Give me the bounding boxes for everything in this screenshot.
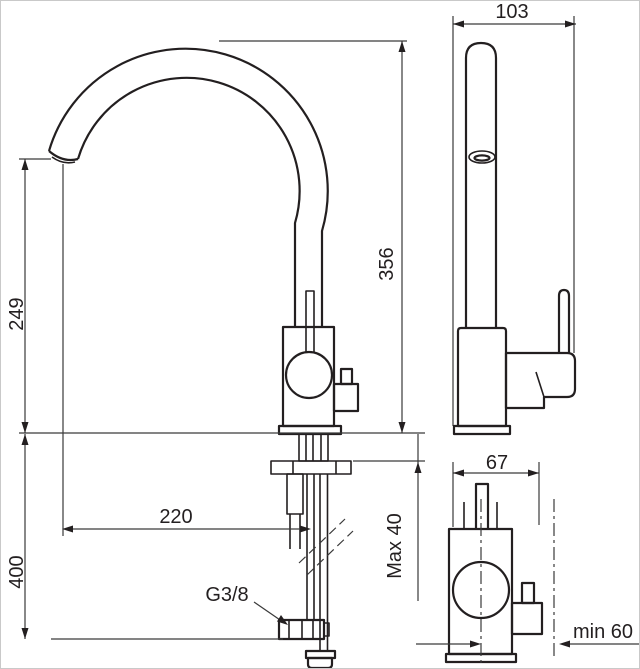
arrow-down-356 xyxy=(398,422,406,433)
arrow-left-220 xyxy=(62,525,73,533)
dim-label-220: 220 xyxy=(159,506,192,528)
dim-label-249: 249 xyxy=(6,297,28,330)
valve-cap xyxy=(306,656,334,668)
handle-joint-ball xyxy=(284,350,334,400)
side-spout-tube xyxy=(464,41,498,328)
arrow-up-max40 xyxy=(414,462,422,473)
arrow-left-103 xyxy=(453,20,464,28)
dim-label-67: 67 xyxy=(486,452,508,474)
hose-break-marks xyxy=(298,518,354,576)
aerator-outlet-inner xyxy=(473,154,491,162)
mounting-stud-nut xyxy=(286,473,304,515)
arrow-up-356 xyxy=(398,41,406,52)
arrow-left-67 xyxy=(453,469,464,477)
dim-label-400: 400 xyxy=(6,555,28,588)
g38-leader-arrow xyxy=(277,615,288,625)
rear-spout-tube xyxy=(474,482,490,529)
arrow-down-400 xyxy=(21,628,29,639)
arrow-right-67 xyxy=(528,469,539,477)
mounting-stud xyxy=(289,514,301,549)
side-view: 103 xyxy=(452,1,577,436)
dim-label-min60: min 60 xyxy=(573,621,633,643)
arrow-right-220 xyxy=(300,525,311,533)
dim-label-max40: Max 40 xyxy=(384,513,406,579)
side-handle-block xyxy=(504,351,577,410)
g38-leader-line xyxy=(253,601,284,623)
front-view xyxy=(47,47,360,668)
dim-label-103: 103 xyxy=(495,1,528,23)
rear-joint-ball xyxy=(451,560,511,620)
side-base-flange xyxy=(452,424,512,436)
dim-label-g38: G3/8 xyxy=(205,584,248,606)
arrow-up-249 xyxy=(21,159,29,170)
cartridge-stem xyxy=(305,290,315,353)
hex-nut-facets xyxy=(288,620,314,639)
arrow-down-249 xyxy=(21,422,29,433)
shank-threads xyxy=(305,434,322,461)
spout-mouth xyxy=(48,150,79,162)
aerator-outlet xyxy=(468,150,496,164)
washer-details xyxy=(292,461,337,474)
arrow-up-400 xyxy=(21,434,29,445)
rear-supply-pins xyxy=(463,502,498,529)
hex-nut-tab xyxy=(323,622,330,637)
rear-handle-knob xyxy=(520,581,536,605)
handle-knob xyxy=(339,367,354,386)
dim-label-356: 356 xyxy=(376,247,398,280)
arrow-right-min60 xyxy=(470,640,481,648)
spout-aerator-edge xyxy=(51,156,76,164)
spout-outer-outline xyxy=(47,47,329,327)
front-view-dimensions: 249 400 356 Max 40 220 G3/8 xyxy=(6,40,425,640)
mixer-body xyxy=(281,325,336,428)
mounting-washer xyxy=(270,460,352,475)
supply-hose-left xyxy=(306,474,315,620)
spout-inner-outline xyxy=(76,76,301,327)
handle-socket xyxy=(332,382,360,413)
rear-handle-socket xyxy=(510,601,544,636)
side-lever-bar xyxy=(557,288,571,353)
handle-notch-line xyxy=(535,371,545,398)
rear-view: 67 min 60 xyxy=(416,452,639,667)
side-body xyxy=(456,326,508,428)
arrow-left-min60 xyxy=(559,640,570,648)
arrow-right-103 xyxy=(565,20,576,28)
